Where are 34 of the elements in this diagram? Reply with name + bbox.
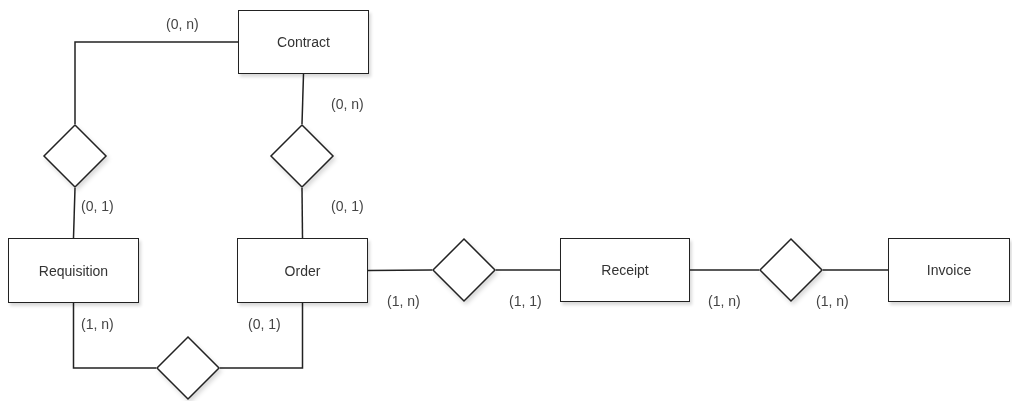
connector-line — [822, 269, 889, 271]
cardinality-label: (1, n) — [386, 293, 421, 309]
connector-line — [74, 41, 239, 125]
entity-name: Invoice — [926, 262, 972, 278]
entity-box — [888, 238, 1010, 302]
cardinality-label: (0, n) — [165, 16, 200, 32]
relationship-diamond — [43, 124, 107, 188]
entity-box — [237, 238, 368, 303]
connector-line — [495, 269, 561, 271]
connector-line — [301, 187, 304, 239]
relationship-diamond — [270, 124, 334, 188]
connector-line — [72, 302, 157, 369]
cardinality-label: (1, n) — [707, 293, 742, 309]
cardinality-label: (1, n) — [815, 293, 850, 309]
cardinality-label: (1, 1) — [508, 293, 543, 309]
relationship-diamond — [432, 238, 496, 302]
entity-box — [560, 238, 690, 302]
cardinality-label: (1, n) — [80, 316, 115, 332]
entity-box — [8, 238, 139, 303]
cardinality-label: (0, 1) — [80, 198, 115, 214]
connector-line — [367, 269, 433, 272]
cardinality-label: (0, 1) — [330, 198, 365, 214]
entity-name: Order — [284, 262, 321, 279]
cardinality-label: (0, n) — [330, 96, 365, 112]
cardinality-label: (0, 1) — [247, 316, 282, 332]
entity-name: Requisition — [38, 262, 109, 279]
entity-name: Contract — [277, 34, 330, 50]
entity-box — [238, 10, 369, 74]
connector-line — [72, 187, 76, 239]
connector-line — [689, 269, 760, 271]
connector-line — [301, 73, 305, 125]
connector-line — [219, 302, 304, 369]
entity-name: Receipt — [601, 262, 649, 278]
relationship-diamond — [156, 336, 220, 400]
